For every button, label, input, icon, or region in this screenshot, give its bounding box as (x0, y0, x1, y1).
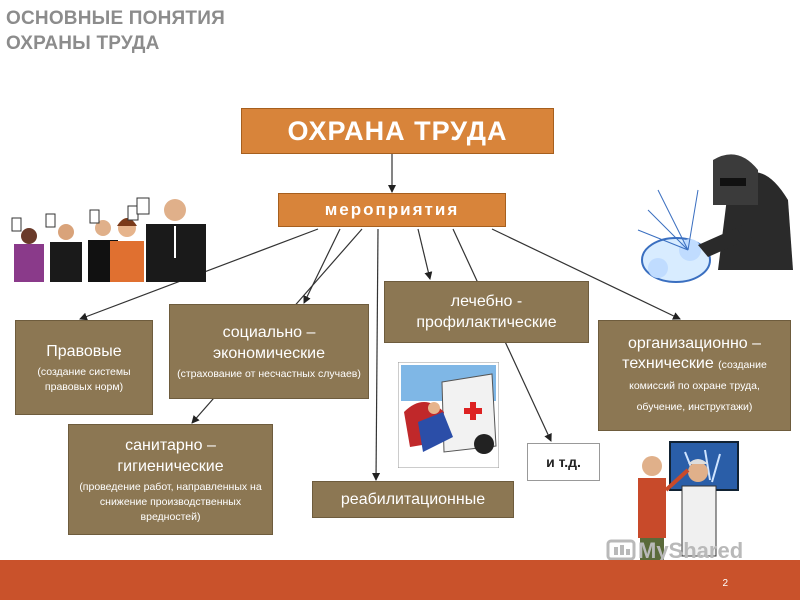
category-social-economic-detail: (страхование от несчастных случаев) (177, 367, 361, 380)
root-label: ОХРАНА ТРУДА (287, 115, 508, 146)
root-box: ОХРАНА ТРУДА (241, 108, 554, 154)
category-organizational-detail: (создание комиссий по охране труда, обуч… (629, 359, 767, 413)
page-number: 2 (722, 578, 728, 589)
footer-bar (0, 560, 800, 600)
category-medical-title: лечебно - профилактические (416, 293, 557, 331)
category-legal-detail: (создание системы правовых норм) (37, 365, 131, 393)
arrow-to-social (303, 228, 341, 304)
category-legal-title: Правовые (46, 342, 122, 360)
hub-box: мероприятия (278, 193, 506, 227)
category-legal: Правовые (создание системы правовых норм… (15, 320, 153, 415)
watermark-text: MyShared (638, 538, 744, 563)
watermark: MyShared (606, 537, 743, 565)
welder-illustration (637, 154, 793, 283)
category-sanitary-title: санитарно – гигиенические (117, 436, 224, 475)
slide-title-line-2: ОХРАНЫ ТРУДА (6, 33, 160, 54)
myshared-logo-icon (606, 539, 636, 561)
arrow-to-organizational (491, 228, 681, 320)
category-social-economic: социально – экономические (страхование о… (169, 304, 369, 399)
category-rehabilitation: реабилитационные (312, 481, 514, 518)
slide-title-line-1: ОСНОВНЫЕ ПОНЯТИЯ (6, 8, 225, 29)
slide-title: ОСНОВНЫЕ ПОНЯТИЯ ОХРАНЫ ТРУДА (6, 6, 225, 56)
category-sanitary-detail: (проведение работ, направленных на сниже… (79, 480, 262, 523)
arrow-to-rehab (372, 228, 381, 481)
ambulance-illustration (398, 362, 499, 468)
category-rehabilitation-title: реабилитационные (340, 491, 486, 508)
arrow-to-medical (417, 228, 433, 280)
category-medical: лечебно - профилактические (384, 281, 589, 343)
doctors-xray-illustration (638, 441, 739, 562)
category-organizational-title: организационно – технические (622, 335, 762, 372)
voting-people-illustration (11, 197, 206, 282)
hub-label: мероприятия (324, 200, 460, 219)
category-etc: и т.д. (527, 443, 600, 481)
category-social-economic-title: социально – экономические (213, 323, 325, 362)
category-sanitary: санитарно – гигиенические (проведение ра… (68, 424, 273, 535)
category-etc-title: и т.д. (546, 453, 581, 470)
category-organizational: организационно – технические (создание к… (598, 320, 791, 431)
